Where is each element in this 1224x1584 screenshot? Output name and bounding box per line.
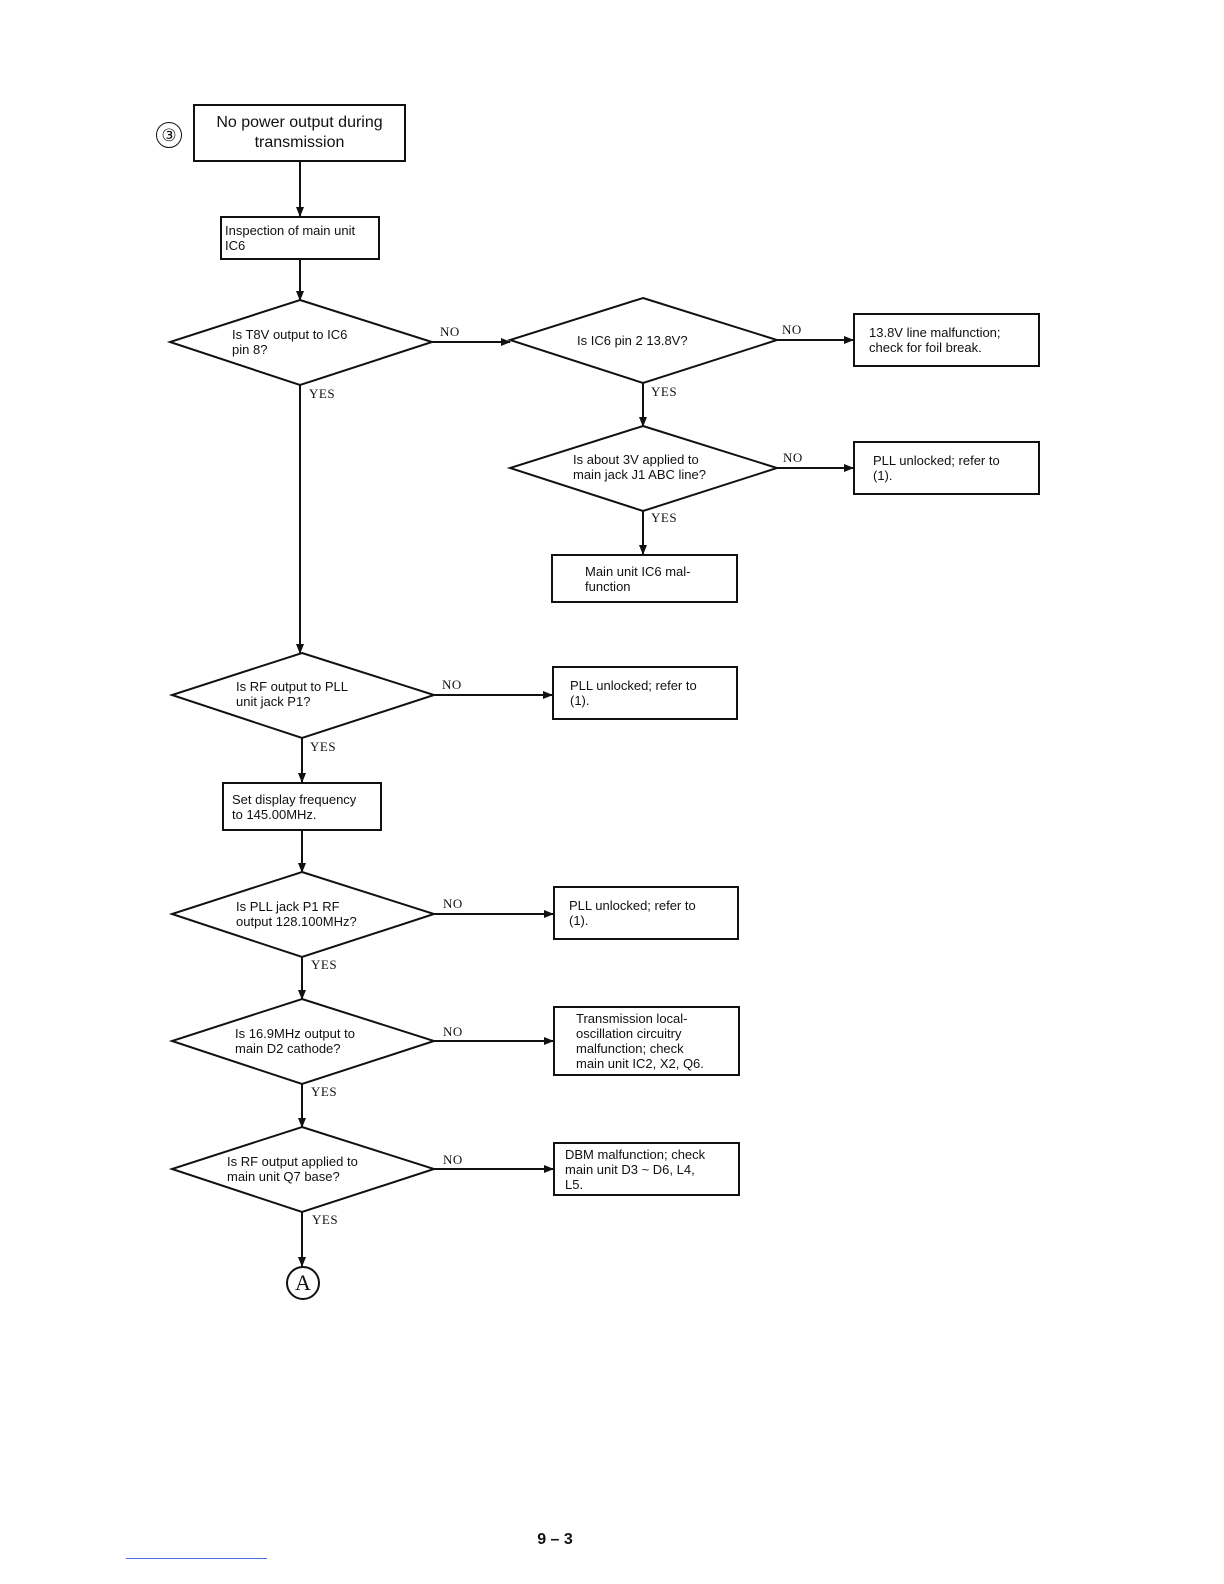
result-pll-unlocked-1: PLL unlocked; refer to (1). (853, 441, 1040, 495)
footer-rule (126, 1558, 267, 1559)
no-label-rf-q7: NO (443, 1152, 463, 1167)
yes-label-169mhz: YES (311, 1084, 338, 1099)
no-label-rf-pll: NO (442, 677, 462, 692)
yes-label-rf-q7: YES (312, 1212, 339, 1227)
decision-pll-p1-rf-label: Is PLL jack P1 RF output 128.100MHz? (236, 899, 357, 929)
decision-ic6-pin2-label: Is IC6 pin 2 13.8V? (577, 333, 688, 348)
step-set-frequency: Set display frequency to 145.00MHz. (222, 782, 382, 831)
decision-169mhz-label: Is 16.9MHz output to main D2 cathode? (235, 1026, 355, 1056)
step-inspect-ic6: Inspection of main unit IC6 (220, 216, 380, 260)
page-number: 9 – 3 (537, 1531, 573, 1548)
decision-t8v-label: Is T8V output to IC6 pin 8? (232, 327, 348, 357)
yes-label-pll-p1-rf: YES (311, 957, 338, 972)
result-dbm-malfunction: DBM malfunction; check main unit D3 ~ D6… (553, 1142, 740, 1196)
yes-label-3v-abc: YES (651, 510, 678, 525)
result-138v-line: 13.8V line malfunction; check for foil b… (853, 313, 1040, 367)
no-label-ic6-pin2: NO (782, 322, 802, 337)
result-pll-unlocked-3: PLL unlocked; refer to (1). (553, 886, 739, 940)
no-label-t8v: NO (440, 324, 460, 339)
result-tx-local-osc: Transmission local- oscillation circuitr… (553, 1006, 740, 1076)
decision-rf-q7-label: Is RF output applied to main unit Q7 bas… (227, 1154, 358, 1184)
decision-rf-pll-label: Is RF output to PLL unit jack P1? (236, 679, 349, 709)
decision-3v-abc-label: Is about 3V applied to main jack J1 ABC … (573, 452, 706, 482)
no-label-3v-abc: NO (783, 450, 803, 465)
title-box: No power output during transmission (193, 104, 406, 162)
yes-label-rf-pll: YES (310, 739, 337, 754)
yes-label-t8v: YES (309, 386, 336, 401)
result-ic6-malfunction: Main unit IC6 mal- function (551, 554, 738, 603)
result-pll-unlocked-2: PLL unlocked; refer to (1). (552, 666, 738, 720)
no-label-169mhz: NO (443, 1024, 463, 1039)
connector-a: A (286, 1266, 320, 1300)
yes-label-ic6-pin2: YES (651, 384, 678, 399)
no-label-pll-p1-rf: NO (443, 896, 463, 911)
section-marker: ③ (156, 122, 182, 148)
